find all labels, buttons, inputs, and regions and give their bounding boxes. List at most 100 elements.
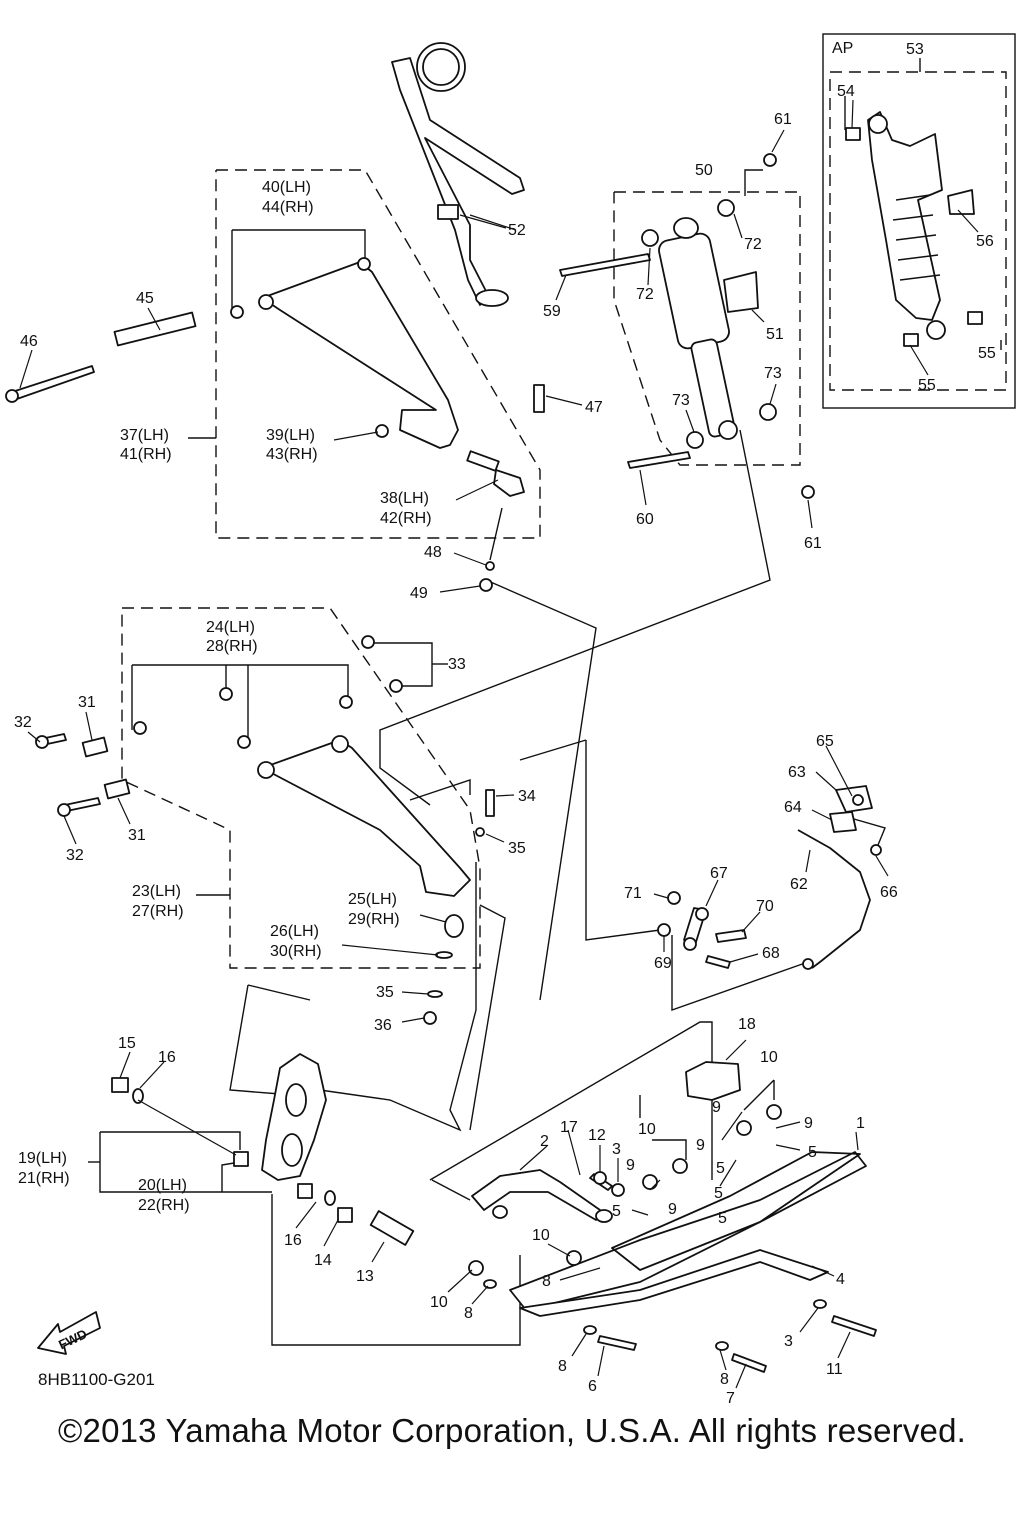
pins-drawing — [5, 311, 197, 403]
label-31-top: 31 — [78, 694, 96, 711]
label-20-lh: 20(LH) — [138, 1177, 187, 1194]
label-46: 46 — [20, 333, 38, 350]
label-35-bottom: 35 — [376, 984, 394, 1001]
label-65: 65 — [816, 733, 834, 750]
label-9-a: 9 — [712, 1099, 721, 1116]
label-60: 60 — [636, 511, 654, 528]
label-27-rh: 27(RH) — [132, 903, 184, 920]
label-12: 12 — [588, 1127, 606, 1144]
label-14: 14 — [314, 1252, 332, 1269]
part-labels: 40(LH) 44(RH) 45 46 37(LH) 41(RH) 39(LH)… — [14, 40, 996, 1407]
label-9-b: 9 — [804, 1115, 813, 1132]
label-37-lh: 37(LH) — [120, 427, 169, 444]
label-69: 69 — [654, 955, 672, 972]
lower-a-arm-drawing — [35, 561, 495, 1025]
label-55-bottom: 55 — [918, 377, 936, 394]
label-9-d: 9 — [626, 1157, 635, 1174]
label-8-a: 8 — [542, 1273, 551, 1290]
label-36: 36 — [374, 1017, 392, 1034]
label-43-rh: 43(RH) — [266, 446, 318, 463]
label-8-c: 8 — [558, 1358, 567, 1375]
label-5-a: 5 — [808, 1144, 817, 1161]
label-56: 56 — [976, 233, 994, 250]
label-11: 11 — [826, 1361, 843, 1378]
label-55-right: 55 — [978, 345, 996, 362]
label-51: 51 — [766, 326, 784, 343]
label-31-bottom: 31 — [128, 827, 146, 844]
label-67: 67 — [710, 865, 728, 882]
label-10-right: 10 — [760, 1049, 778, 1066]
label-70: 70 — [756, 898, 774, 915]
label-3-top: 3 — [612, 1141, 621, 1158]
label-16-bottom: 16 — [284, 1232, 302, 1249]
label-45: 45 — [136, 290, 154, 307]
label-9-e: 9 — [668, 1201, 677, 1218]
steering-linkage-drawing — [657, 785, 882, 970]
label-2: 2 — [540, 1133, 549, 1150]
label-17: 17 — [560, 1119, 578, 1136]
fwd-arrow: FWD — [37, 1311, 101, 1355]
label-72-left: 72 — [636, 286, 654, 303]
label-68: 68 — [762, 945, 780, 962]
label-10-mid: 10 — [638, 1121, 656, 1138]
label-59: 59 — [543, 303, 561, 320]
label-9-c: 9 — [696, 1137, 705, 1154]
label-49: 49 — [410, 585, 428, 602]
connection-lines — [88, 58, 1002, 1346]
leader-lines — [19, 99, 979, 1389]
ap-box — [822, 33, 1016, 409]
diagram-code: 8HB1100-G201 — [38, 1370, 155, 1389]
ap-shock-drawing — [845, 111, 983, 347]
label-26-lh: 26(LH) — [270, 923, 319, 940]
label-32-bottom: 32 — [66, 847, 84, 864]
label-63: 63 — [788, 764, 806, 781]
label-61-top: 61 — [774, 111, 792, 128]
label-4: 4 — [836, 1271, 845, 1288]
label-53: 53 — [906, 41, 924, 58]
label-10-bottom: 10 — [430, 1294, 448, 1311]
label-19-lh: 19(LH) — [18, 1150, 67, 1167]
label-50: 50 — [695, 162, 713, 179]
label-7: 7 — [726, 1390, 735, 1407]
label-54: 54 — [837, 83, 855, 100]
label-61-bottom: 61 — [804, 535, 822, 552]
label-29-rh: 29(RH) — [348, 911, 400, 928]
label-40-lh: 40(LH) — [262, 179, 311, 196]
label-8-d: 8 — [720, 1371, 729, 1388]
label-38-lh: 38(LH) — [380, 490, 429, 507]
label-62: 62 — [790, 876, 808, 893]
label-8-b: 8 — [464, 1305, 473, 1322]
label-39-lh: 39(LH) — [266, 427, 315, 444]
label-32-top: 32 — [14, 714, 32, 731]
upper-a-arm-drawing — [230, 257, 545, 497]
label-66: 66 — [880, 884, 898, 901]
label-28-rh: 28(RH) — [206, 638, 258, 655]
label-72-right: 72 — [744, 236, 762, 253]
label-5-b: 5 — [716, 1160, 725, 1177]
spindle-bracket-drawing — [111, 1053, 415, 1246]
shock-absorber-drawing — [559, 153, 815, 499]
copyright-footer: ©2013 Yamaha Motor Corporation, U.S.A. A… — [58, 1412, 966, 1449]
label-25-lh: 25(LH) — [348, 891, 397, 908]
label-71: 71 — [624, 885, 642, 902]
svg-text:FWD: FWD — [56, 1326, 89, 1352]
label-35-top: 35 — [508, 840, 526, 857]
label-47: 47 — [585, 399, 603, 416]
label-16-top: 16 — [158, 1049, 176, 1066]
label-22-rh: 22(RH) — [138, 1197, 190, 1214]
label-34: 34 — [518, 788, 536, 805]
label-33: 33 — [448, 656, 466, 673]
label-18: 18 — [738, 1016, 756, 1033]
label-73-right: 73 — [764, 365, 782, 382]
label-23-lh: 23(LH) — [132, 883, 181, 900]
label-5-c: 5 — [714, 1185, 723, 1202]
label-10-left: 10 — [532, 1227, 550, 1244]
label-42-rh: 42(RH) — [380, 510, 432, 527]
label-13: 13 — [356, 1268, 374, 1285]
label-64: 64 — [784, 799, 802, 816]
label-6: 6 — [588, 1378, 597, 1395]
spindle-assembly-drawing — [391, 42, 525, 307]
label-15: 15 — [118, 1035, 136, 1052]
group-outlines — [121, 33, 1016, 969]
label-5-e: 5 — [718, 1210, 727, 1227]
